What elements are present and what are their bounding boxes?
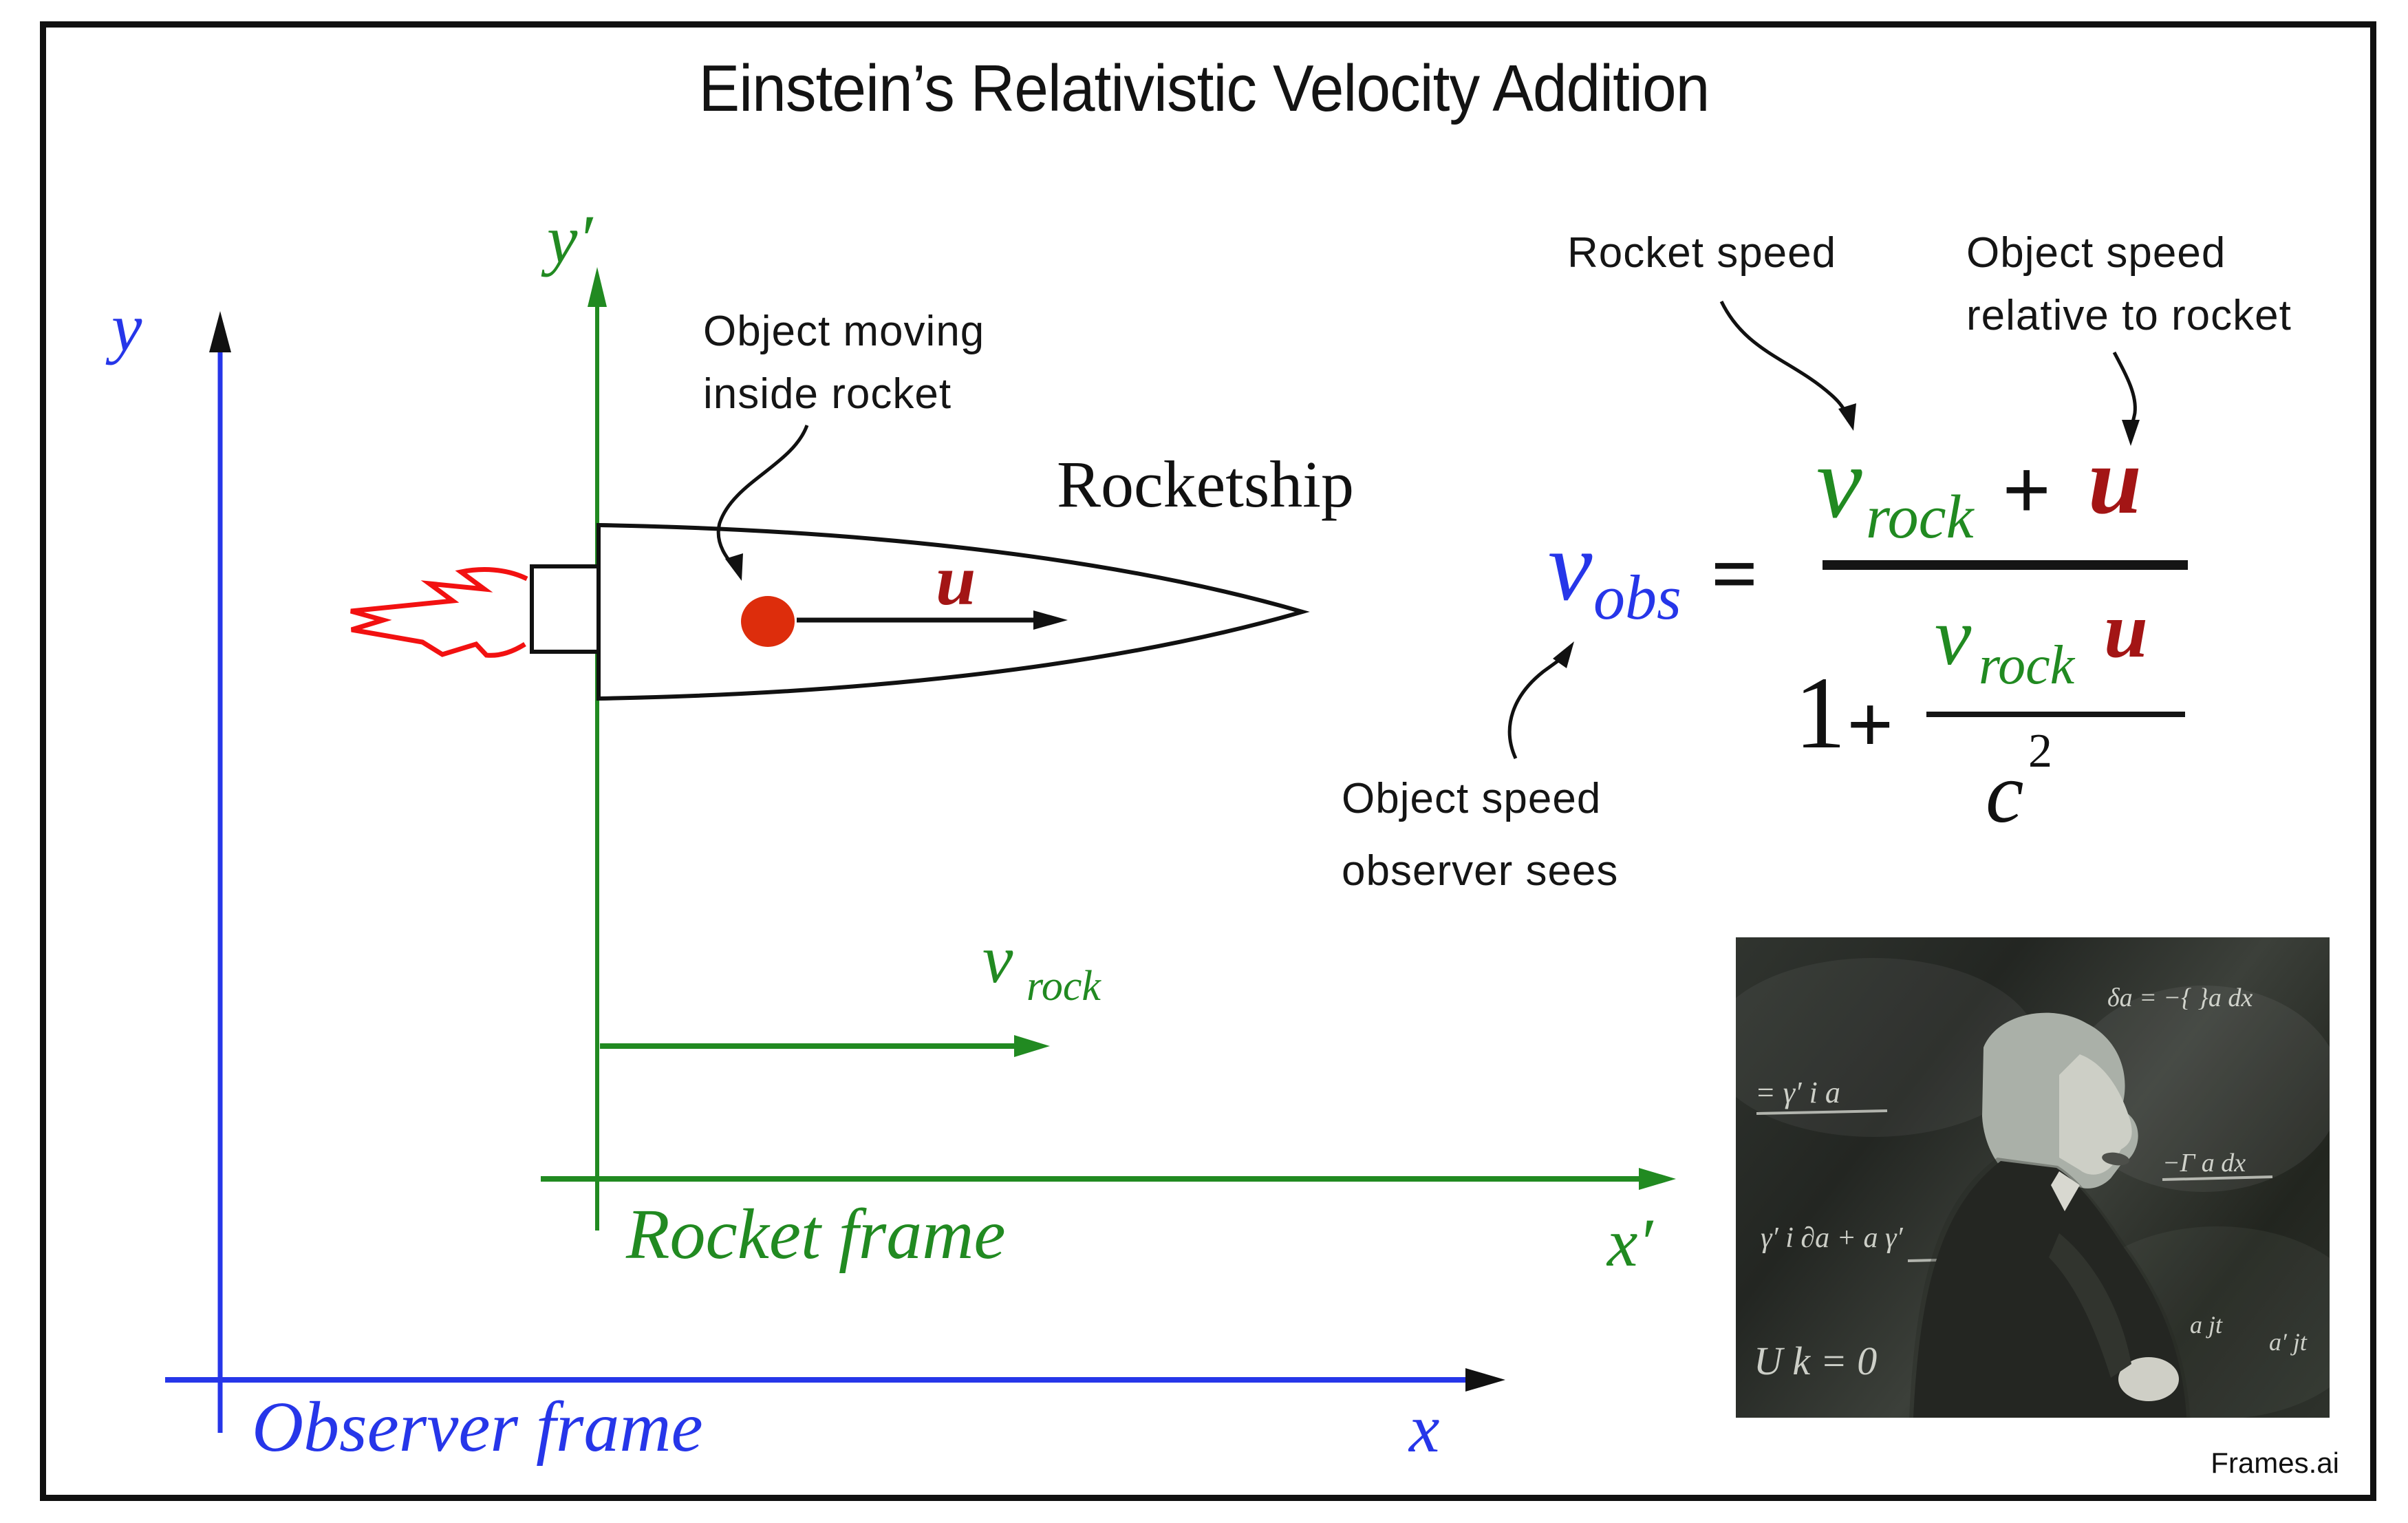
chalk-text: δa = −{ }a dx xyxy=(2107,983,2253,1012)
object-speed-observer-note: Object speed observer sees xyxy=(1342,763,1618,908)
exhaust-flame-icon xyxy=(350,567,528,658)
formula-den-plus: + xyxy=(1847,679,1894,770)
formula-vobs-sub: obs xyxy=(1593,562,1681,632)
observer-x-arrowhead-icon xyxy=(1465,1368,1505,1392)
formula-num-u: u xyxy=(2088,427,2142,534)
object-note-line2: inside rocket xyxy=(703,370,952,418)
v-rock-arrow xyxy=(600,1035,1050,1057)
formula-equals: = xyxy=(1711,528,1759,619)
formula-den-c: c xyxy=(1986,746,2024,841)
formula-nested-fraction-bar xyxy=(1926,712,2185,717)
object-dot xyxy=(741,596,795,647)
u-arrow xyxy=(797,610,1068,630)
object-note-line1: Object moving xyxy=(703,308,985,355)
object-speed-observer-line1: Object speed xyxy=(1342,775,1602,822)
formula-den-c-exp: 2 xyxy=(2028,725,2052,778)
formula-nest-v: v xyxy=(1935,590,1972,682)
formula-vobs-main: v xyxy=(1548,511,1593,621)
observer-frame-label: Observer frame xyxy=(252,1387,703,1467)
rocket-x-arrowhead-icon xyxy=(1639,1168,1676,1190)
einstein-figure xyxy=(1909,1012,2190,1418)
v-rock-label-main: v xyxy=(982,921,1013,997)
object-note-arrow xyxy=(716,425,809,581)
watermark: Frames.ai xyxy=(2211,1447,2339,1479)
formula-nest-v-sub: rock xyxy=(1979,635,2075,696)
formula-num-v: v xyxy=(1816,425,1862,540)
object-speed-observer-line2: observer sees xyxy=(1342,847,1619,895)
rocket-speed-arrow xyxy=(1719,300,1856,431)
chalk-text: a jt xyxy=(2190,1311,2223,1339)
rocket-x-label: x′ xyxy=(1607,1204,1653,1281)
rocket-y-axis xyxy=(588,267,607,1231)
object-speed-relative-arrow xyxy=(2112,351,2140,446)
rocket-y-label: y′ xyxy=(547,201,593,277)
object-speed-observer-arrow xyxy=(1507,641,1574,760)
page-title: Einstein’s Relativistic Velocity Additio… xyxy=(698,52,1710,125)
object-note: Object moving inside rocket xyxy=(703,300,985,425)
u-arrowhead-icon xyxy=(1033,610,1068,630)
rocket-y-arrowhead-icon xyxy=(588,267,607,307)
rocketship-caption: Rocketship xyxy=(1057,447,1354,521)
einstein-photo: δa = −{ }a dx = γ′ i a γ′ i ∂a + a γ′ U … xyxy=(1736,937,2330,1418)
observer-y-label: y xyxy=(111,289,142,365)
object-speed-relative-line1: Object speed xyxy=(1966,229,2226,277)
formula-den-one: 1 xyxy=(1794,656,1846,770)
formula-main-fraction-bar xyxy=(1823,560,2188,570)
observer-x-label: x xyxy=(1409,1390,1440,1467)
formula-num-v-sub: rock xyxy=(1866,483,1974,551)
observer-y-axis xyxy=(209,311,231,1433)
chalk-text: γ′ i ∂a + a γ′ xyxy=(1761,1222,1904,1254)
object-speed-relative-note: Object speed relative to rocket xyxy=(1966,222,2292,347)
engine-block xyxy=(530,564,602,654)
rocketship-outline xyxy=(596,522,1310,701)
v-rock-label-sub: rock xyxy=(1026,963,1101,1010)
rocket-speed-note: Rocket speed xyxy=(1567,229,1837,277)
chalk-text: = γ′ i a xyxy=(1755,1076,1840,1109)
chalk-text: U k = 0 xyxy=(1754,1339,1877,1383)
rocket-frame-label: Rocket frame xyxy=(626,1195,1006,1274)
observer-x-axis xyxy=(165,1368,1505,1392)
outer-border xyxy=(40,21,2376,1501)
u-symbol-label: u xyxy=(936,540,976,620)
object-speed-relative-line2: relative to rocket xyxy=(1966,292,2292,340)
formula-nest-u: u xyxy=(2104,586,2148,674)
observer-y-arrowhead-icon xyxy=(209,311,231,352)
rocket-x-axis xyxy=(541,1168,1676,1190)
chalk-text: a′ jt xyxy=(2269,1328,2308,1356)
formula-num-plus: + xyxy=(2002,443,2052,538)
chalk-text: −Γ a dx xyxy=(2162,1149,2246,1178)
v-rock-arrowhead-icon xyxy=(1014,1035,1050,1057)
